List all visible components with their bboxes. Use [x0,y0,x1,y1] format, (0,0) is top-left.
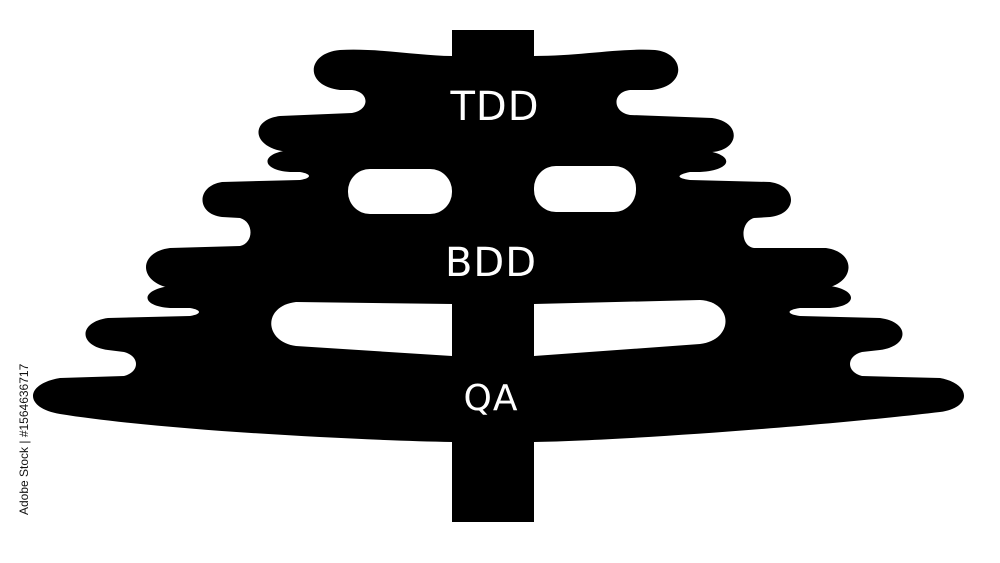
tier-label-tdd: TDD [449,84,539,130]
gap-lower-right [534,300,726,356]
gap-lower-left [271,302,452,356]
gap-upper-right [534,166,636,212]
tier-shape-bottom [33,286,964,442]
tier-label-bdd: BDD [445,240,537,286]
tier-shape-middle [146,150,849,290]
gap-upper-left [348,169,452,214]
stock-id-text: Adobe Stock | #1564636717 [17,363,31,515]
tier-shape-top [258,49,734,152]
tier-label-qa: QA [464,378,519,419]
